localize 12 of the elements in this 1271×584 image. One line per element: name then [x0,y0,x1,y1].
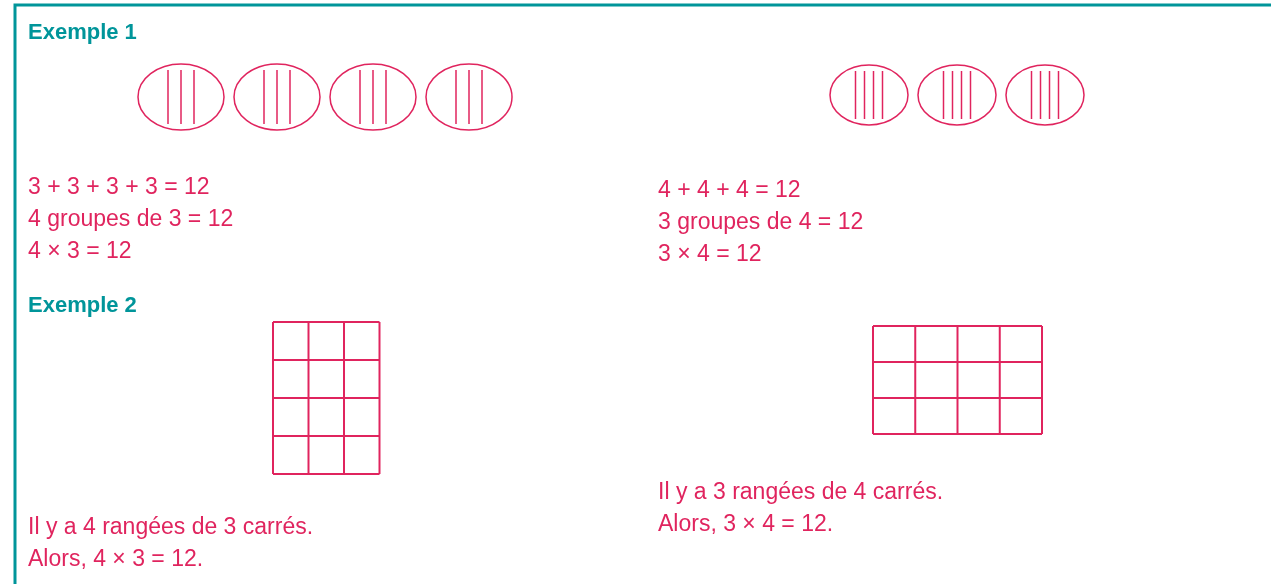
equation-text: Il y a 4 rangées de 3 carrés. [28,512,314,540]
equation-text: 3 × 4 = 12 [658,239,762,267]
equation-text: 4 groupes de 3 = 12 [28,204,234,232]
equation-text: 3 groupes de 4 = 12 [658,207,864,235]
equation-text: 4 × 3 = 12 [28,236,132,264]
equation-text: Alors, 3 × 4 = 12. [658,509,834,537]
equation-text: 4 + 4 + 4 = 12 [658,175,801,203]
equation-text: Alors, 4 × 3 = 12. [28,544,204,572]
equation-text: 3 + 3 + 3 + 3 = 12 [28,172,210,200]
section-heading: Exemple 1 [28,18,137,46]
section-heading: Exemple 2 [28,291,137,319]
equation-text: Il y a 3 rangées de 4 carrés. [658,477,944,505]
